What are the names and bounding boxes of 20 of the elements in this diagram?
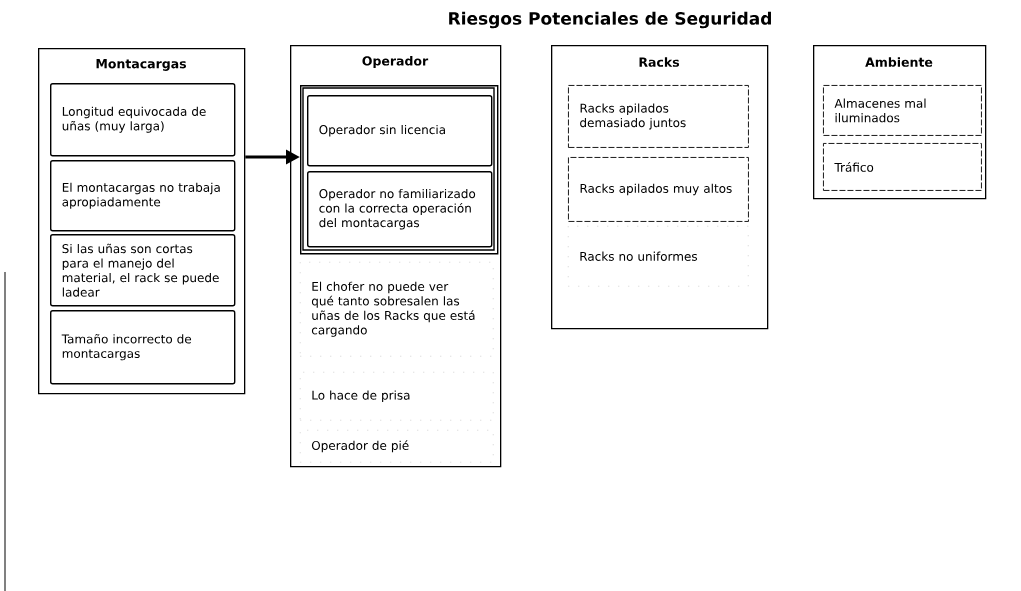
risk-box: Tamaño incorrecto de montacargas [50,310,236,385]
risk-box: El chofer no puede ver qué tanto sobresalen las uñas de los Racks que está cargando [300,262,494,357]
group-box [300,85,499,255]
risk-box: Si las uñas son cortas para el manejo del material, el rack se puede ladear [50,234,236,307]
risk-box: Operador sin licencia [307,95,493,167]
column-heading: Montacargas [96,59,186,71]
risk-box: Tráfico [823,143,982,191]
risk-box: Operador de pié [300,430,494,463]
risk-box: Racks apilados demasiado juntos [568,85,749,148]
risk-box: Racks apilados muy altos [568,157,749,222]
title: Riesgos Potenciales de Seguridad [449,11,771,29]
column-heading: Ambiente [865,57,933,67]
risk-box: Almacenes mal iluminados [823,85,982,136]
risk-box: Racks no uniformes [568,226,749,287]
risk-box: Operador no familiarizado con la correcta operación del montacargas [307,171,493,248]
column-heading: Operador [362,55,429,69]
column-heading: Racks [639,57,680,67]
risk-box: Lo hace de prisa [300,372,494,421]
risk-box: Longitud equivocada de uñas (muy larga) [50,83,236,157]
risk-box: El montacargas no trabaja apropiadamente [50,160,236,232]
